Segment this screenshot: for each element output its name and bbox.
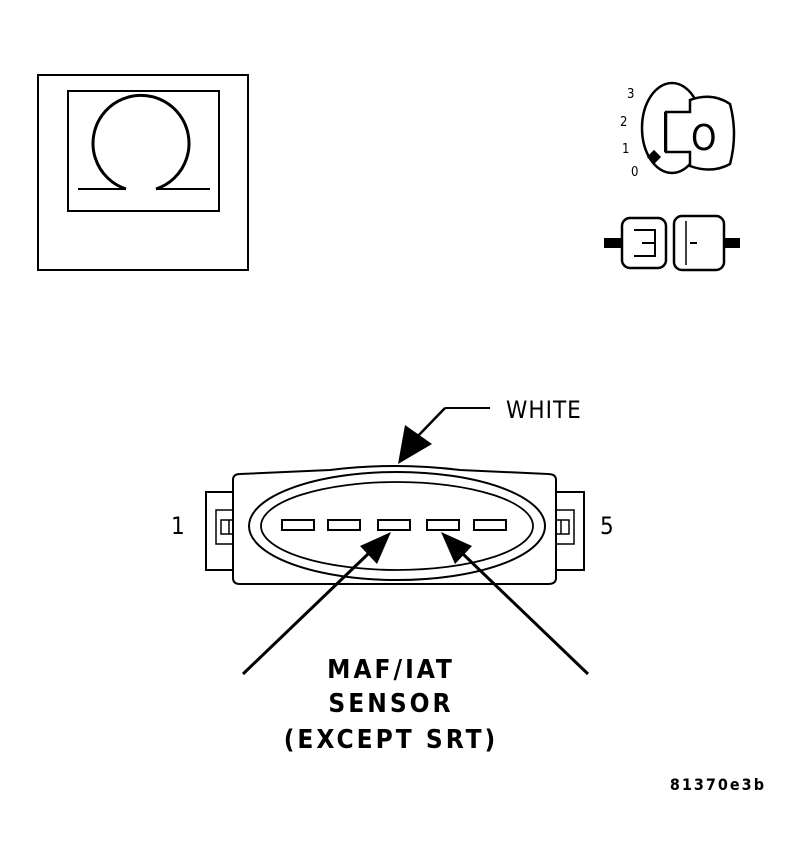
- figure-id: 81370e3b: [670, 775, 766, 794]
- ohmmeter-icon: [37, 74, 249, 271]
- ignition-position-0: 0: [631, 165, 638, 180]
- connector-color-label: WHITE: [506, 396, 582, 424]
- pin-left-label: 1: [171, 512, 185, 540]
- pin-indicator-arrows: [241, 532, 590, 676]
- ignition-position-1: 1: [622, 142, 629, 157]
- connector-pin-1: [281, 519, 315, 531]
- connector-pin-2: [327, 519, 361, 531]
- ignition-position-3: 3: [627, 87, 634, 102]
- component-label-line1: MAF/IAT: [327, 655, 455, 685]
- color-callout: WHITE: [398, 396, 582, 464]
- component-label-line2: SENSOR: [328, 689, 453, 719]
- connector-disconnect-icon: [604, 214, 740, 272]
- ignition-position-2: 2: [620, 115, 627, 130]
- connector-pin-5: [473, 519, 507, 531]
- connector-body: 1 5: [171, 465, 614, 585]
- component-label-line3: (EXCEPT SRT): [284, 725, 499, 755]
- connector-pin-3: [377, 519, 411, 531]
- connector-pin-4: [426, 519, 460, 531]
- ignition-key-label: O: [691, 118, 717, 159]
- component-label: MAF/IAT SENSOR (EXCEPT SRT): [284, 655, 499, 755]
- ignition-key-icon: 3 2 1 0 O: [620, 81, 736, 180]
- pin-right-label: 5: [600, 512, 614, 540]
